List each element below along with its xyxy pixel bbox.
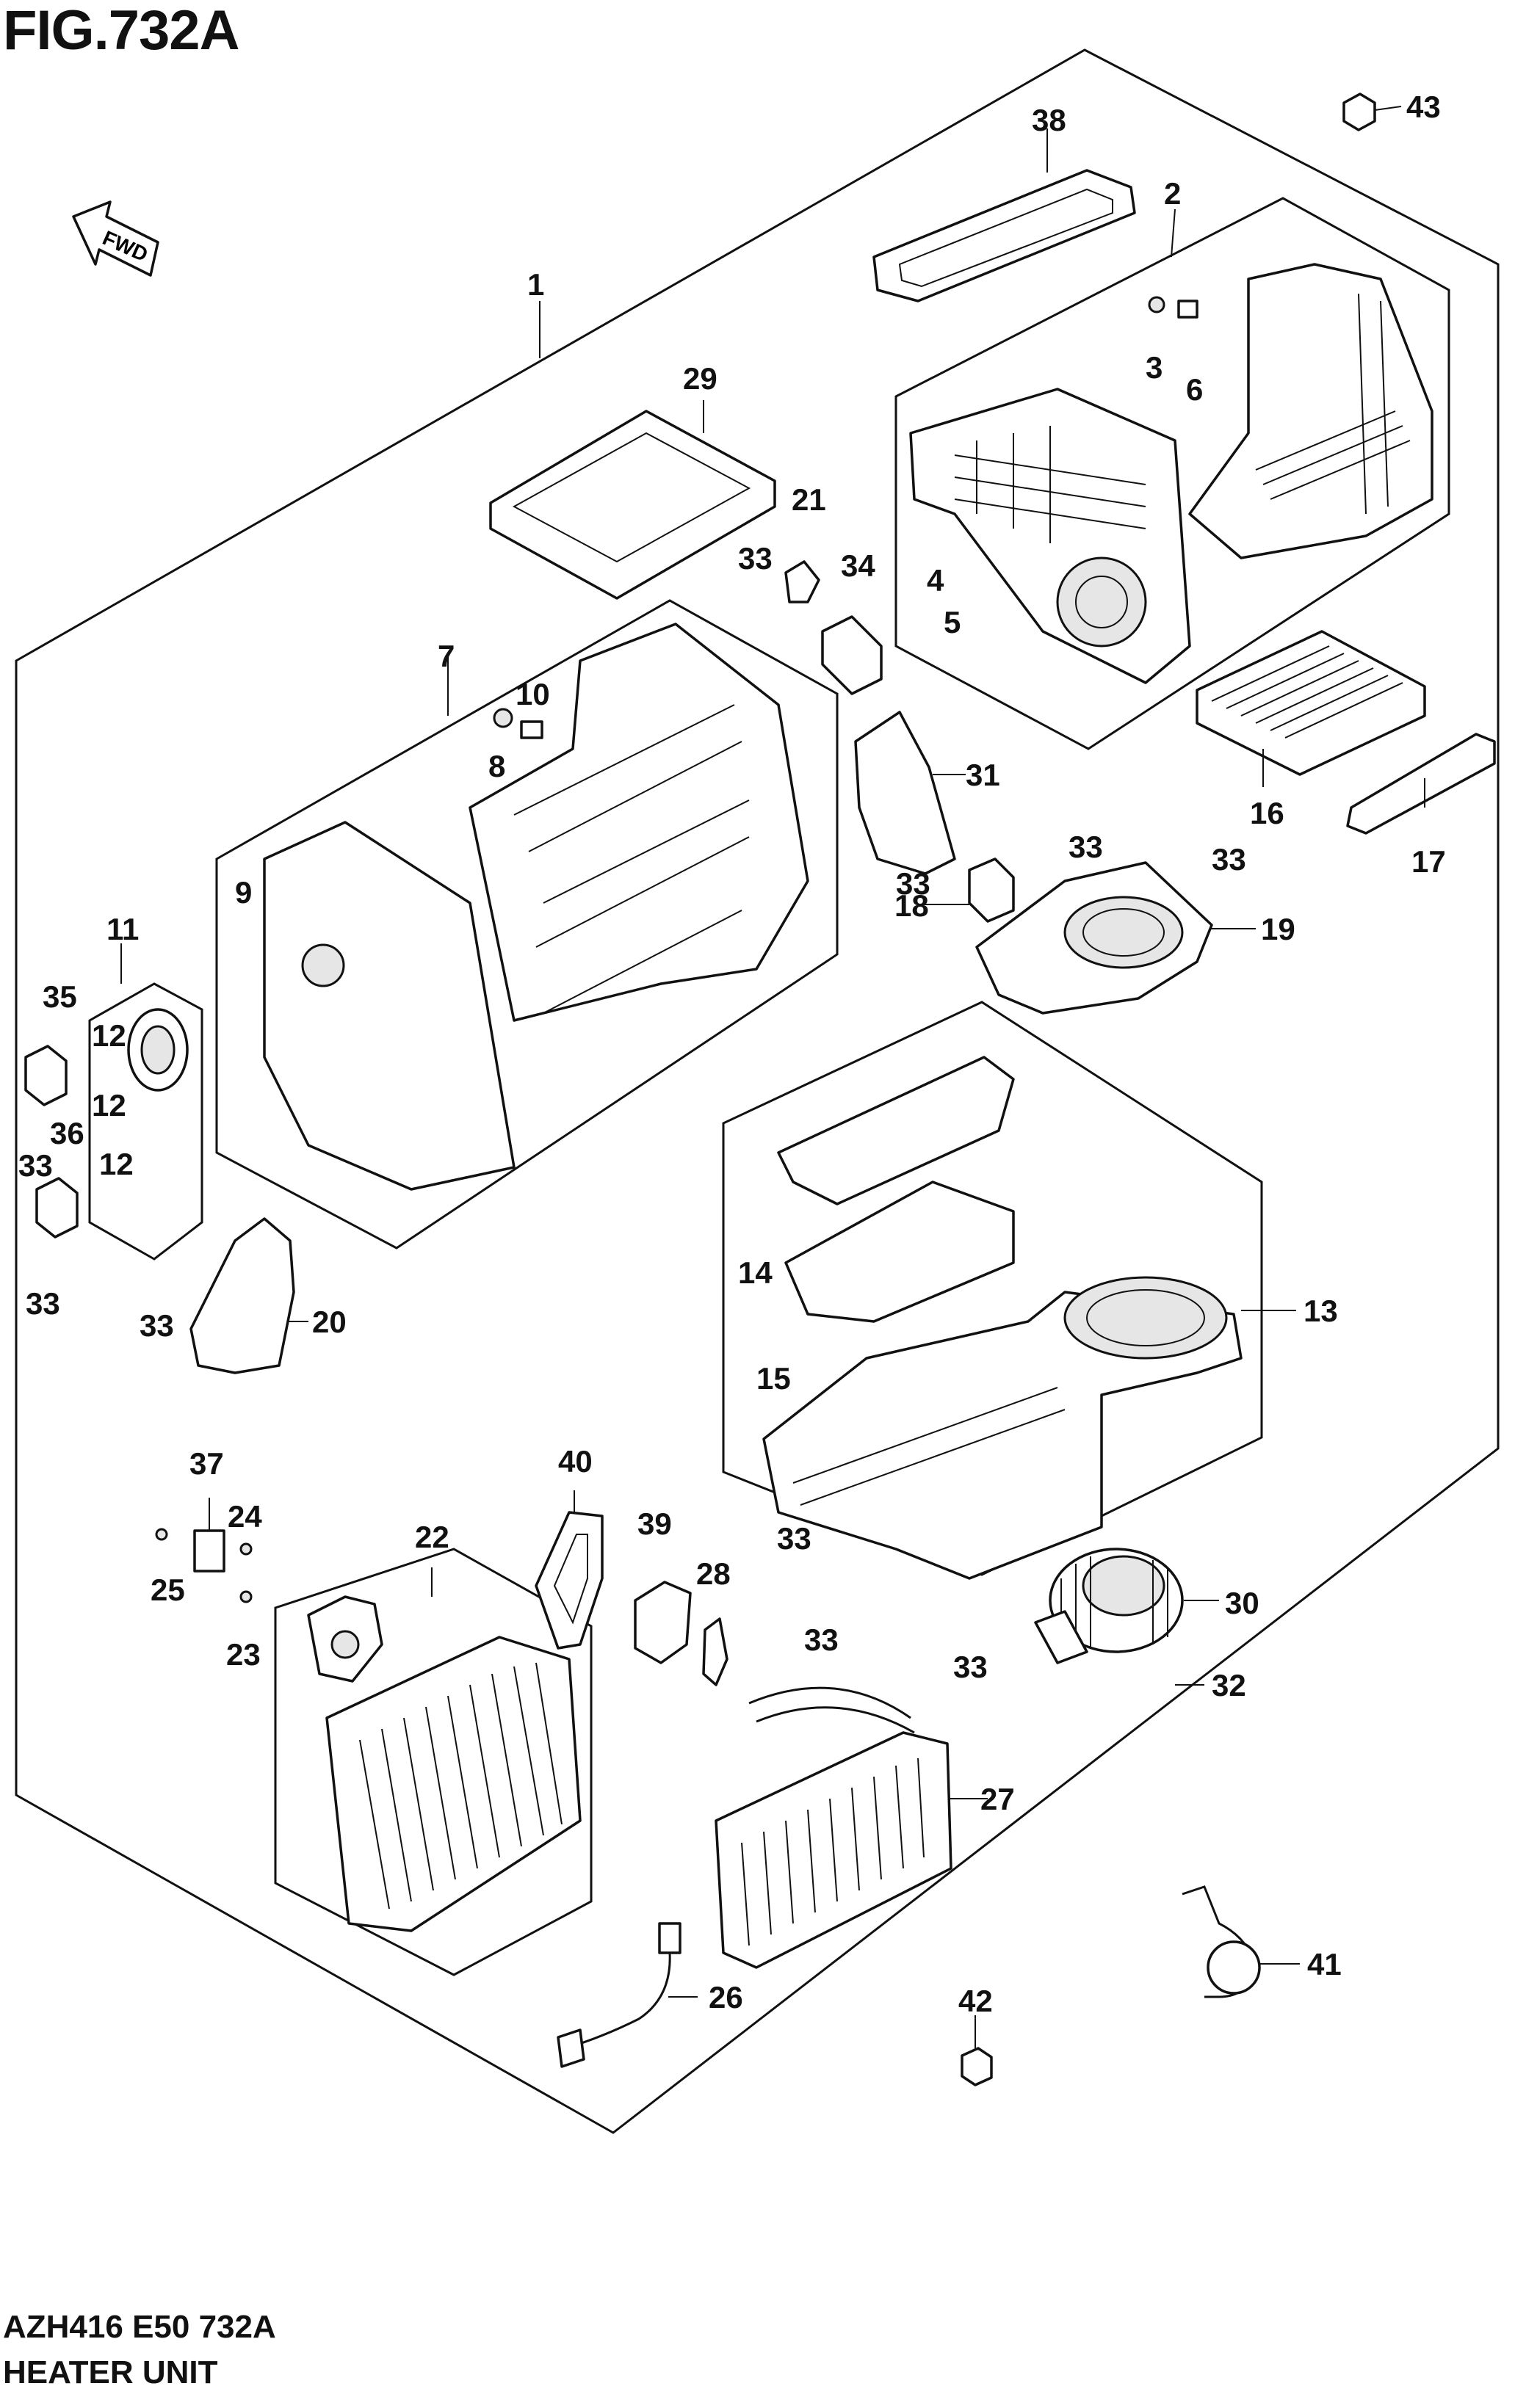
callout-32: 32 bbox=[1212, 1668, 1246, 1702]
callout-20: 20 bbox=[312, 1305, 347, 1339]
callout-10: 10 bbox=[516, 677, 550, 711]
figure-name: HEATER UNIT bbox=[3, 2354, 218, 2390]
part-19-adapter bbox=[975, 861, 1213, 1015]
part-28-clip bbox=[702, 1617, 728, 1686]
callout-38: 38 bbox=[1032, 103, 1066, 137]
part-17-filter-cover bbox=[1346, 733, 1496, 835]
part-30-blower-motor bbox=[1034, 1548, 1184, 1664]
callout-3: 3 bbox=[1146, 350, 1163, 385]
callout-8: 8 bbox=[488, 749, 505, 783]
callout-21: 21 bbox=[792, 482, 826, 517]
callout-2: 2 bbox=[1164, 176, 1181, 211]
subassembly-box-2 bbox=[894, 197, 1450, 750]
callout-12a: 12 bbox=[92, 1018, 126, 1053]
part-40-seal bbox=[535, 1511, 604, 1650]
part-24-oring bbox=[239, 1542, 253, 1556]
part-21-clip bbox=[784, 560, 820, 603]
callout-16: 16 bbox=[1250, 796, 1284, 830]
part-13-lower-case bbox=[762, 1056, 1243, 1580]
callout-12c: 12 bbox=[99, 1147, 134, 1181]
part-7-heater-case bbox=[263, 623, 809, 1191]
callout-33b: 33 bbox=[1069, 830, 1103, 864]
callout-33a: 33 bbox=[738, 541, 773, 576]
part-35-actuator bbox=[24, 1045, 68, 1106]
part-18-connector bbox=[968, 857, 1015, 923]
callout-9: 9 bbox=[235, 875, 252, 910]
callout-labels: 1 2 3 4 5 6 7 8 9 10 11 12 12 12 13 14 1… bbox=[18, 90, 1446, 2018]
part-39-plate bbox=[634, 1581, 692, 1664]
callout-19: 19 bbox=[1261, 912, 1295, 946]
callout-22: 22 bbox=[415, 1520, 449, 1554]
callout-24: 24 bbox=[228, 1499, 262, 1534]
callout-40: 40 bbox=[558, 1444, 593, 1479]
part-11-actuator bbox=[127, 1008, 189, 1092]
callout-28: 28 bbox=[696, 1556, 731, 1591]
part-43-nut bbox=[1342, 93, 1376, 131]
part-26-harness bbox=[557, 1922, 681, 2068]
callout-17: 17 bbox=[1411, 844, 1446, 879]
callout-12b: 12 bbox=[92, 1088, 126, 1123]
leader-lines bbox=[120, 106, 1425, 2048]
part-34-actuator bbox=[821, 615, 883, 695]
part-16-filter bbox=[1196, 630, 1426, 776]
callout-14: 14 bbox=[738, 1255, 773, 1290]
callout-1: 1 bbox=[527, 267, 544, 302]
callout-34: 34 bbox=[841, 548, 875, 583]
callout-30: 30 bbox=[1225, 1586, 1259, 1620]
figure-title: FIG.732A bbox=[3, 0, 239, 62]
callout-27: 27 bbox=[980, 1782, 1015, 1816]
callout-33h: 33 bbox=[953, 1650, 988, 1684]
callout-13: 13 bbox=[1304, 1294, 1338, 1328]
callout-41: 41 bbox=[1307, 1947, 1342, 1981]
part-38-gasket bbox=[872, 169, 1136, 302]
part-20-duct bbox=[189, 1217, 295, 1374]
callout-26: 26 bbox=[709, 1980, 743, 2014]
callout-25: 25 bbox=[151, 1573, 185, 1607]
part-22-evaporator bbox=[307, 1595, 582, 1932]
callout-7: 7 bbox=[438, 639, 455, 673]
callout-29: 29 bbox=[683, 361, 717, 396]
callout-33d: 33 bbox=[18, 1148, 53, 1183]
callout-33j: 33 bbox=[777, 1521, 811, 1556]
callout-33i: 33 bbox=[896, 866, 930, 901]
callout-35: 35 bbox=[43, 979, 77, 1014]
callout-5: 5 bbox=[944, 605, 961, 639]
subassembly-box-7 bbox=[215, 599, 839, 1250]
callout-31: 31 bbox=[966, 758, 1000, 792]
subassembly-box-22 bbox=[274, 1548, 593, 1976]
callout-33g: 33 bbox=[804, 1622, 839, 1657]
part-29-panel bbox=[489, 410, 776, 600]
part-23-oring bbox=[239, 1590, 253, 1603]
callout-4: 4 bbox=[927, 563, 944, 598]
part-42-nut bbox=[961, 2047, 993, 2086]
callout-15: 15 bbox=[756, 1361, 791, 1396]
part-25-bolt bbox=[155, 1528, 168, 1541]
assembly-outline bbox=[15, 48, 1500, 2134]
callout-42: 42 bbox=[958, 1984, 993, 2018]
part-31-duct bbox=[854, 711, 956, 875]
callout-43: 43 bbox=[1406, 90, 1441, 124]
part-41-bracket bbox=[1182, 1885, 1261, 1998]
callout-37: 37 bbox=[189, 1446, 224, 1481]
callout-23: 23 bbox=[226, 1637, 261, 1672]
part-37-valve bbox=[193, 1529, 225, 1573]
callout-36: 36 bbox=[50, 1116, 84, 1150]
callout-11: 11 bbox=[106, 912, 139, 946]
callout-6: 6 bbox=[1186, 372, 1203, 407]
part-27-heater-core bbox=[715, 1686, 952, 1969]
subassembly-box-13 bbox=[722, 1001, 1263, 1576]
callout-33c: 33 bbox=[1212, 842, 1246, 877]
callout-39: 39 bbox=[637, 1506, 672, 1541]
callout-18: 18 bbox=[894, 888, 929, 923]
part-36-actuator bbox=[35, 1177, 79, 1239]
callout-33e: 33 bbox=[26, 1286, 60, 1321]
figure-code: AZH416 E50 732A bbox=[3, 2309, 276, 2345]
part-2-blower-case bbox=[909, 263, 1433, 684]
callout-33f: 33 bbox=[140, 1308, 174, 1343]
fwd-arrow-icon: FWD bbox=[72, 200, 159, 277]
subassembly-box-11 bbox=[88, 982, 203, 1261]
